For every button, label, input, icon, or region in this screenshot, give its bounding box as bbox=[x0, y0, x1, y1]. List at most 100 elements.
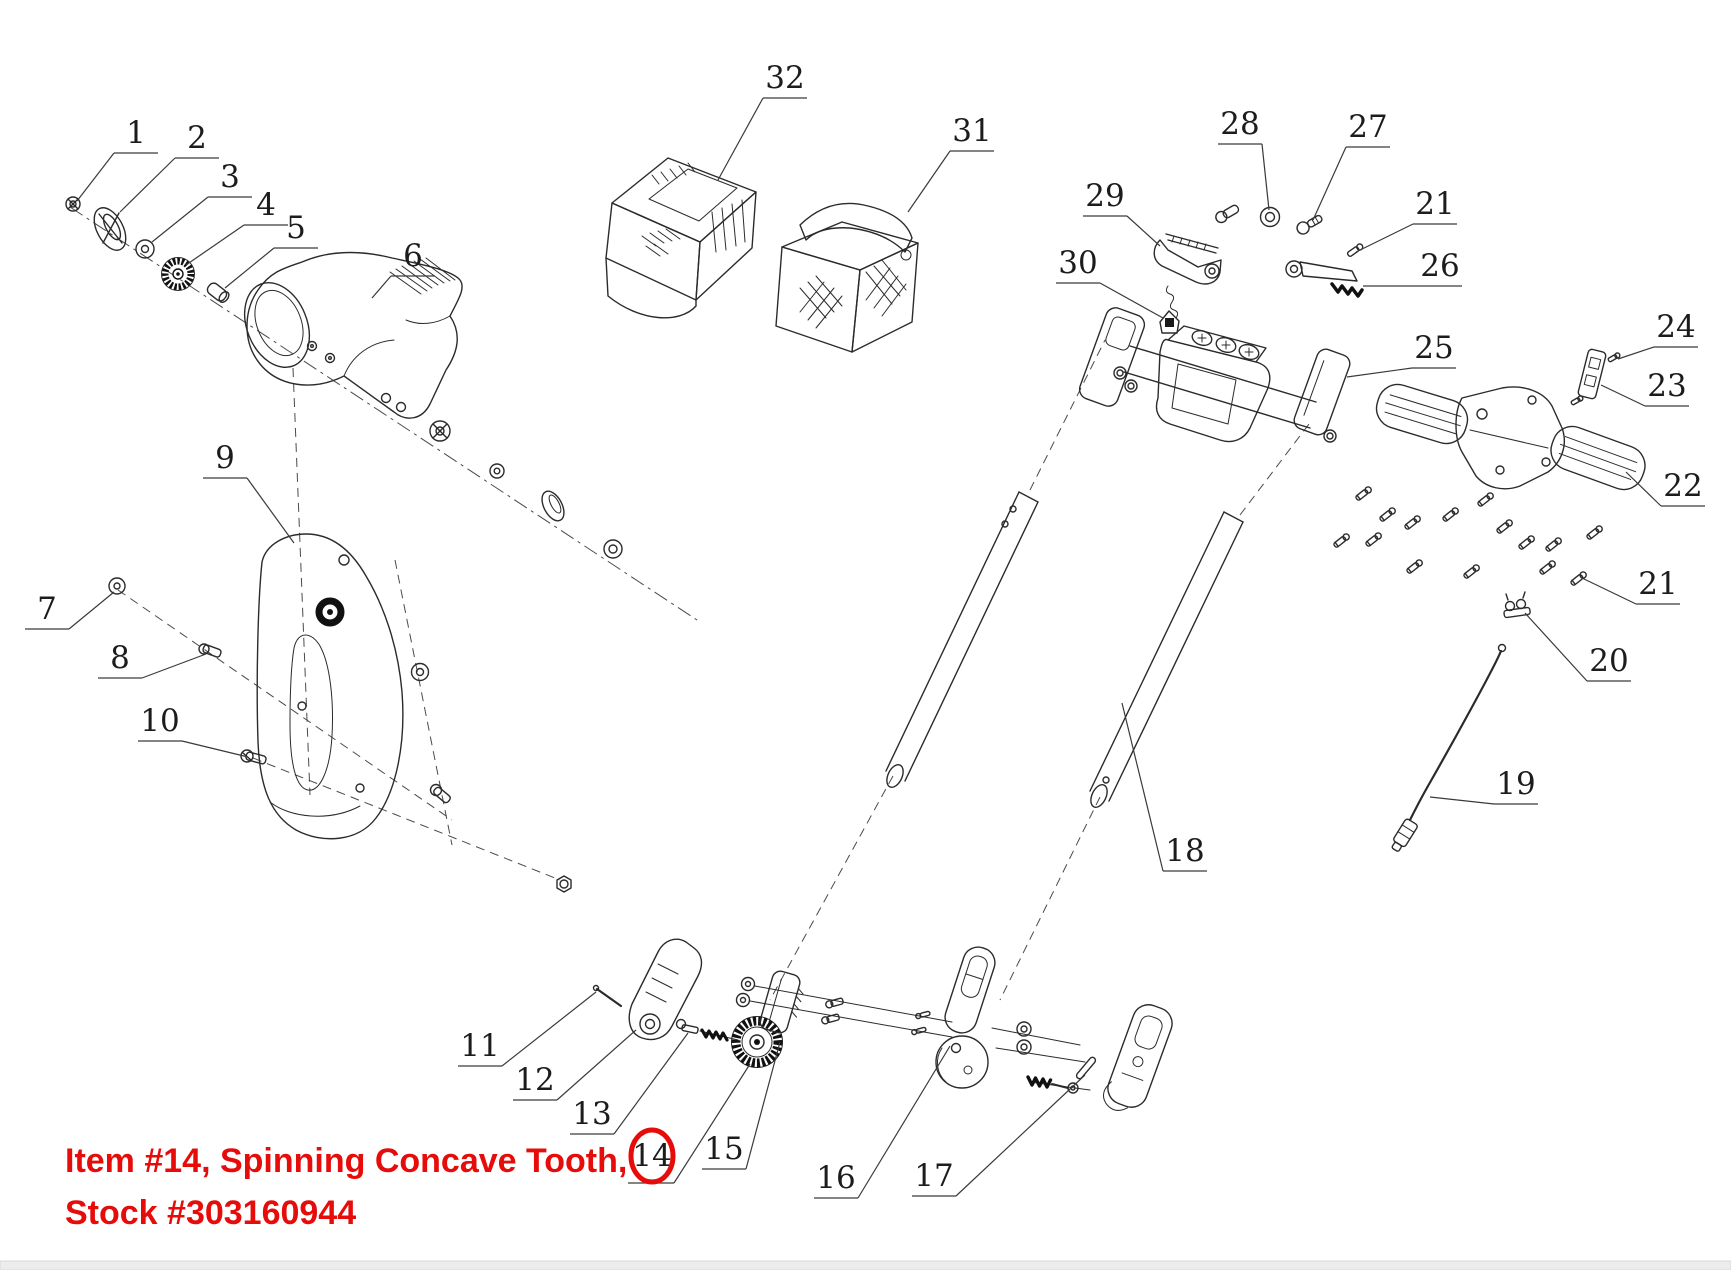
bump-knob-part-2 bbox=[93, 207, 127, 251]
blade-guard-part-9 bbox=[256, 533, 404, 840]
part-label-17: 17 bbox=[914, 1158, 953, 1194]
part-label-25: 25 bbox=[1414, 330, 1453, 366]
leader-line-12 bbox=[556, 1029, 637, 1101]
part-label-14: 14 bbox=[632, 1138, 671, 1174]
part-label-22: 22 bbox=[1663, 468, 1702, 504]
part-label-5: 5 bbox=[286, 210, 306, 246]
coupler-latch-part-16 bbox=[935, 946, 996, 1089]
part-label-26: 26 bbox=[1420, 248, 1459, 284]
cable-clamp-part-20 bbox=[1503, 591, 1531, 619]
release-lever-part-12 bbox=[628, 938, 703, 1041]
part-label-31: 31 bbox=[952, 113, 991, 149]
part-label-23: 23 bbox=[1647, 368, 1686, 404]
leader-line-3 bbox=[151, 196, 209, 243]
washer-part-3 bbox=[135, 239, 155, 259]
part-label-20: 20 bbox=[1589, 643, 1628, 679]
trimmer-head-housing-part-6 bbox=[243, 251, 463, 419]
leader-line-28 bbox=[1261, 143, 1270, 211]
screw-part-10 bbox=[240, 749, 267, 765]
part-label-24: 24 bbox=[1656, 309, 1695, 345]
screw-part-21-upper bbox=[1346, 243, 1364, 257]
leader-line-23 bbox=[1600, 384, 1646, 407]
part-label-11: 11 bbox=[460, 1028, 499, 1064]
battery-vent-left bbox=[799, 275, 843, 329]
clamp-bracket-part-15 bbox=[735, 970, 931, 1036]
leader-line-15 bbox=[745, 1041, 781, 1170]
leader-line-4 bbox=[185, 224, 245, 266]
part-label-30: 30 bbox=[1058, 245, 1097, 281]
drive-disc-part-4 bbox=[161, 257, 195, 291]
part-label-16: 16 bbox=[816, 1160, 855, 1196]
trigger-cap-part-30 bbox=[1159, 310, 1180, 334]
leader-line-6 bbox=[371, 275, 392, 299]
part-label-28: 28 bbox=[1220, 106, 1259, 142]
leader-line-20 bbox=[1524, 612, 1588, 682]
upper-shaft-tube bbox=[885, 491, 1039, 788]
leader-line-21a bbox=[1355, 223, 1414, 253]
shaft-washers-and-nut bbox=[429, 420, 623, 559]
leader-line-25 bbox=[1346, 367, 1413, 378]
leader-line-24 bbox=[1617, 346, 1655, 360]
annotation-line1: Item #14, Spinning Concave Tooth, bbox=[65, 1142, 627, 1180]
part-label-9: 9 bbox=[215, 440, 235, 476]
part-label-18: 18 bbox=[1165, 833, 1204, 869]
part-label-27: 27 bbox=[1348, 109, 1387, 145]
bolt-and-spring-part-13 bbox=[675, 1018, 729, 1042]
cotter-pin-part-11 bbox=[592, 984, 623, 1008]
part-label-21b: 21 bbox=[1638, 566, 1677, 602]
cam-lever-part-17 bbox=[1016, 1004, 1173, 1111]
throttle-trigger-part-29 bbox=[1153, 233, 1222, 319]
battery-pack-part-31 bbox=[775, 202, 919, 353]
leader-line-9 bbox=[246, 477, 295, 544]
part-label-3: 3 bbox=[220, 159, 240, 195]
charger-vent-hatch bbox=[711, 199, 746, 253]
part-label-2: 2 bbox=[187, 120, 207, 156]
spacer-part-5 bbox=[206, 282, 230, 304]
leader-line-30 bbox=[1099, 282, 1164, 319]
leader-line-21b bbox=[1581, 577, 1637, 605]
battery-vent-right bbox=[865, 259, 907, 317]
annotation-line2: Stock #303160944 bbox=[65, 1194, 356, 1232]
part-label-29: 29 bbox=[1085, 178, 1124, 214]
leader-line-11 bbox=[501, 991, 597, 1067]
part-label-6: 6 bbox=[403, 238, 423, 274]
annotation-callout: Item #14, Spinning Concave Tooth, Stock … bbox=[65, 1142, 627, 1232]
leader-line-5 bbox=[224, 247, 275, 289]
part-label-19: 19 bbox=[1496, 766, 1535, 802]
spinning-concave-tooth-part-14 bbox=[731, 1016, 783, 1068]
leader-line-8 bbox=[141, 653, 207, 679]
part-label-21a: 21 bbox=[1415, 186, 1454, 222]
part-label-10: 10 bbox=[140, 703, 179, 739]
part-label-13: 13 bbox=[572, 1096, 611, 1132]
part-label-4: 4 bbox=[256, 187, 276, 223]
screw-part-24 bbox=[1570, 352, 1621, 406]
part-label-12: 12 bbox=[515, 1062, 554, 1098]
footer-strip bbox=[0, 1260, 1731, 1270]
switch-bracket-part-23 bbox=[1577, 348, 1607, 400]
guard-mounting-hardware bbox=[410, 662, 572, 893]
lower-shaft-tube-part-18 bbox=[1089, 511, 1244, 808]
wire-harness-part-19 bbox=[1391, 643, 1507, 852]
leader-line-18 bbox=[1121, 702, 1164, 872]
leader-line-14 bbox=[673, 1063, 751, 1184]
highlight-circle-part-14 bbox=[628, 1127, 676, 1185]
battery-charger-part-32 bbox=[605, 157, 757, 319]
part-label-7: 7 bbox=[37, 591, 57, 627]
screw-near-28 bbox=[1215, 204, 1240, 224]
leader-line-32 bbox=[717, 97, 764, 181]
leader-line-27 bbox=[1312, 146, 1347, 221]
handle-housing-part-25 bbox=[1078, 307, 1351, 443]
leader-line-10 bbox=[181, 740, 249, 758]
leader-line-29 bbox=[1126, 215, 1161, 247]
screw-part-27 bbox=[1296, 214, 1323, 235]
part-label-1: 1 bbox=[126, 115, 146, 151]
leader-line-17 bbox=[955, 1074, 1086, 1197]
leader-line-19 bbox=[1429, 796, 1495, 805]
charger-logo-hatch bbox=[641, 228, 681, 257]
handlebar-assembly-part-22 bbox=[1375, 383, 1646, 491]
bolt-part-8 bbox=[198, 643, 222, 658]
washer-part-7 bbox=[108, 577, 126, 595]
